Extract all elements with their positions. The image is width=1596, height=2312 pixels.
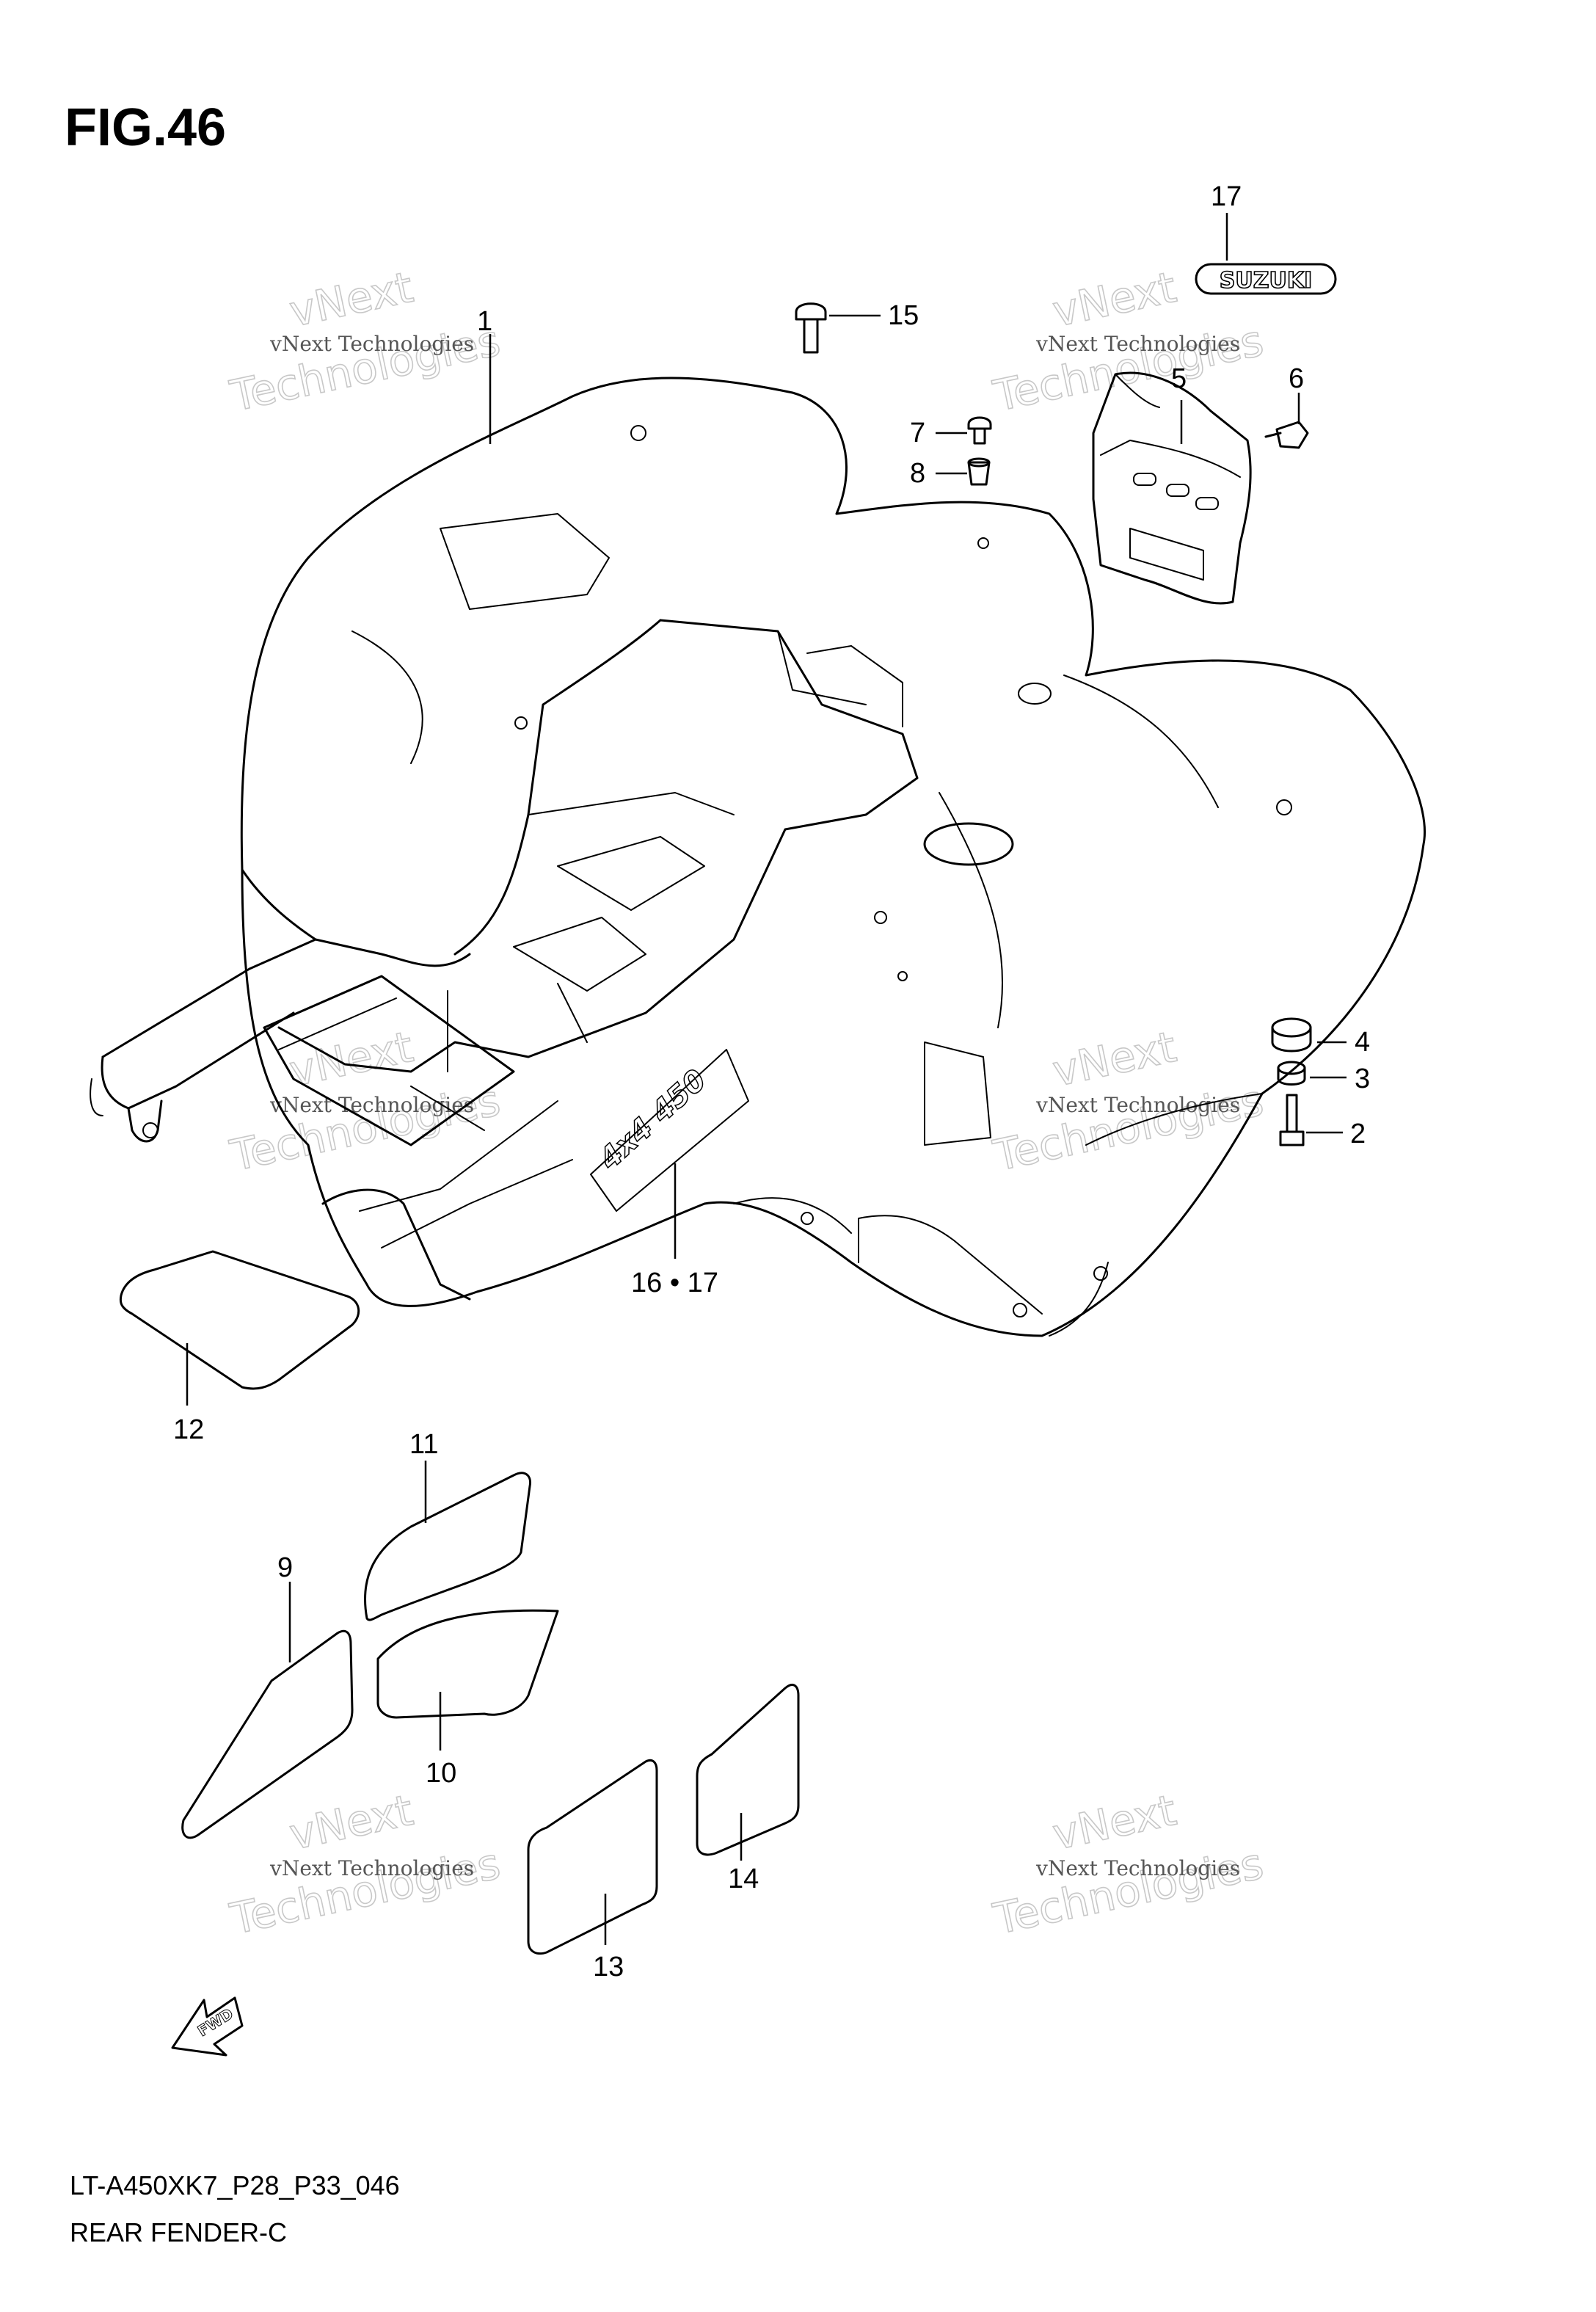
pad-part-9: [181, 1629, 354, 1839]
watermark-mid-left: vNext Technologies vNext Technologies: [225, 1021, 505, 1182]
nut-part-8: [967, 457, 991, 486]
callout-16-17: 16 • 17: [631, 1268, 718, 1298]
pad-part-14: [696, 1684, 800, 1856]
callout-1: 1: [477, 306, 492, 337]
watermark-big-line1: vNext: [285, 262, 418, 337]
watermark-big-line2: Technologies: [226, 1075, 505, 1181]
model-decal-text: 4x4 450: [592, 1064, 713, 1177]
callout-2: 2: [1350, 1119, 1366, 1149]
callout-17-top: 17: [1211, 181, 1242, 212]
watermark-bottom-left: vNext Technologies vNext Technologies: [225, 1784, 505, 1945]
callout-12: 12: [173, 1414, 204, 1445]
watermark-small: vNext Technologies: [269, 332, 474, 356]
screw-part-15: [795, 302, 827, 354]
watermark-small: vNext Technologies: [1035, 1093, 1240, 1117]
pad-part-13: [527, 1759, 658, 1955]
callout-10: 10: [426, 1758, 456, 1789]
model-decal-16: 4x4 450: [590, 1049, 749, 1212]
watermark-big-line1: vNext: [1049, 262, 1181, 337]
watermark-big-line2: Technologies: [226, 1839, 505, 1944]
watermark-bottom-right: vNext Technologies vNext Technologies: [988, 1784, 1268, 1945]
watermark-big-line1: vNext: [1049, 1022, 1181, 1097]
fwd-arrow-icon: FWD: [171, 1996, 244, 2057]
bracket-part-5: [1092, 371, 1252, 605]
section-name: REAR FENDER-C: [70, 2217, 287, 2247]
pad-part-10: [376, 1609, 559, 1719]
pad-part-11: [364, 1472, 532, 1621]
watermark-big-line2: Technologies: [989, 1075, 1268, 1181]
cushion-part-4: [1271, 1017, 1312, 1053]
callout-9: 9: [277, 1552, 293, 1583]
suzuki-emblem-17: SUZUKI: [1195, 263, 1337, 295]
callout-4: 4: [1355, 1027, 1370, 1058]
callout-13: 13: [593, 1952, 624, 1982]
callout-7: 7: [910, 418, 925, 448]
watermark-big-line2: Technologies: [989, 1839, 1268, 1944]
watermark-small: vNext Technologies: [269, 1856, 474, 1880]
figure-title: FIG.46: [65, 98, 226, 157]
brand-emblem-text: SUZUKI: [1220, 268, 1313, 294]
callout-3: 3: [1355, 1064, 1370, 1094]
callouts: 1 17 15 7 8 5 6 4 3 2 16 • 17 12 11 9 10…: [173, 181, 1370, 1982]
watermark-big-line1: vNext: [285, 1785, 418, 1860]
watermark-big-line1: vNext: [1049, 1785, 1181, 1860]
screw-part-7: [967, 416, 992, 445]
watermark-small: vNext Technologies: [1035, 1856, 1240, 1880]
model-code: LT-A450XK7_P28_P33_046: [70, 2170, 400, 2200]
callout-15: 15: [888, 300, 919, 331]
callout-5: 5: [1171, 363, 1187, 394]
collar-part-3: [1277, 1061, 1306, 1086]
pad-part-12: [119, 1250, 360, 1390]
callout-11: 11: [409, 1429, 438, 1460]
bolt-part-2: [1279, 1094, 1305, 1146]
rear-fender-part-1: 4x4 450: [90, 377, 1426, 1337]
callout-14: 14: [728, 1864, 759, 1894]
clip-part-6: [1264, 421, 1309, 449]
watermark-small: vNext Technologies: [269, 1093, 474, 1117]
callout-8: 8: [910, 458, 925, 489]
watermark-small: vNext Technologies: [1035, 332, 1240, 356]
watermark-top-left: vNext Technologies vNext Technologies: [225, 261, 505, 422]
callout-6: 6: [1289, 363, 1304, 394]
leader-lines: [186, 213, 1347, 1945]
